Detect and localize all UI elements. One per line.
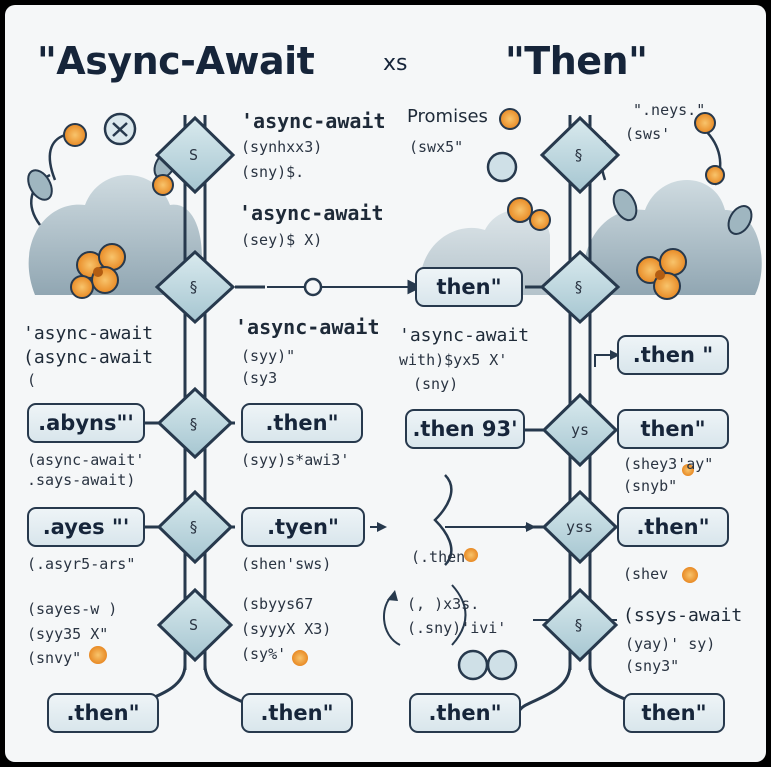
node-pill[interactable]: .then" bbox=[241, 403, 363, 443]
label-async-await: 'async-await bbox=[241, 109, 386, 133]
label-async-await: (async-await bbox=[23, 347, 154, 368]
diamond-label: § bbox=[189, 518, 199, 536]
node-pill[interactable]: .then 93' bbox=[405, 409, 525, 449]
label-async-await: 'async-await bbox=[239, 201, 384, 225]
label-code: (sayes-w ) bbox=[27, 600, 118, 618]
left-bush-illustration bbox=[27, 112, 202, 299]
label-code: (async-await' bbox=[27, 451, 145, 469]
label-code: ".neys." bbox=[633, 101, 706, 119]
label-code: (sws' bbox=[625, 125, 671, 143]
diamond-label: § bbox=[189, 278, 199, 296]
label-code: (swx5" bbox=[409, 138, 464, 156]
diamond-label: § bbox=[574, 278, 584, 296]
label-code: (sny3" bbox=[625, 657, 680, 675]
label-code: (synhxx3) bbox=[241, 138, 323, 156]
label-code: (sbyys67 bbox=[241, 595, 314, 613]
label-code: with)$yx5 X' bbox=[399, 351, 508, 369]
label-code: (.sny)'ivi' bbox=[407, 619, 507, 637]
label-promises: Promises bbox=[407, 106, 488, 127]
label-code: (shen'sws) bbox=[241, 555, 332, 573]
diamond-label: ys bbox=[571, 421, 590, 439]
diamond-label: S bbox=[189, 616, 199, 634]
node-pill[interactable]: .then" bbox=[409, 693, 521, 733]
title-vs: xs bbox=[383, 51, 408, 76]
node-pill[interactable]: .ayes "' bbox=[27, 507, 145, 547]
label-code: ( bbox=[27, 371, 37, 389]
node-pill[interactable]: then" bbox=[617, 409, 729, 449]
node-pill[interactable]: .then" bbox=[617, 507, 729, 547]
node-pill[interactable]: .abyns"' bbox=[27, 403, 145, 443]
label-async-await: 'async-await bbox=[23, 323, 154, 344]
diagram-graphics bbox=[27, 108, 762, 712]
label-code: (sey)$ X) bbox=[241, 231, 323, 249]
node-pill[interactable]: .then" bbox=[241, 693, 353, 733]
node-pill[interactable]: .then " bbox=[617, 335, 729, 375]
diagram-canvas: "Async-Await xs "Then" S § § § S § § ys … bbox=[5, 5, 766, 762]
title-left: "Async-Await bbox=[37, 39, 315, 83]
label-code: (yay)' sy) bbox=[625, 635, 716, 653]
label-code: (sy3 bbox=[241, 369, 278, 387]
label-code: (sy%' bbox=[241, 645, 287, 663]
label-code: (sny) bbox=[413, 375, 459, 393]
label-code: (syy)s*awi3' bbox=[241, 451, 350, 469]
diamond-label: § bbox=[189, 415, 199, 433]
diamond-label: § bbox=[574, 146, 584, 164]
label-async-await: (ssys-await bbox=[623, 605, 743, 626]
label-code: (.then bbox=[411, 548, 466, 566]
label-async-await: 'async-await bbox=[235, 315, 380, 339]
title-right: "Then" bbox=[505, 39, 648, 83]
label-code: (shev bbox=[623, 565, 669, 583]
label-code: (snvy" bbox=[27, 649, 82, 667]
label-code: .says-await) bbox=[27, 471, 136, 489]
diamond-label: § bbox=[574, 616, 584, 634]
label-code: (snyb" bbox=[623, 477, 678, 495]
node-pill[interactable]: .tyen" bbox=[241, 507, 365, 547]
label-code: (sny)$. bbox=[241, 163, 305, 181]
diamond-label: S bbox=[189, 146, 199, 164]
label-code: (.asyr5-ars" bbox=[27, 555, 136, 573]
label-async-await: 'async-await bbox=[399, 325, 530, 346]
label-code: (shey3'ay" bbox=[623, 455, 714, 473]
diamond-label: yss bbox=[566, 518, 594, 536]
node-pill[interactable]: then" bbox=[623, 693, 725, 733]
node-pill[interactable]: then" bbox=[415, 267, 523, 307]
label-code: (syy35 X" bbox=[27, 625, 109, 643]
diamond-nodes bbox=[154, 115, 621, 663]
node-pill[interactable]: .then" bbox=[47, 693, 159, 733]
label-code: (syyyX X3) bbox=[241, 620, 332, 638]
label-code: (, )x3s. bbox=[407, 595, 480, 613]
label-code: (syy)" bbox=[241, 347, 296, 365]
